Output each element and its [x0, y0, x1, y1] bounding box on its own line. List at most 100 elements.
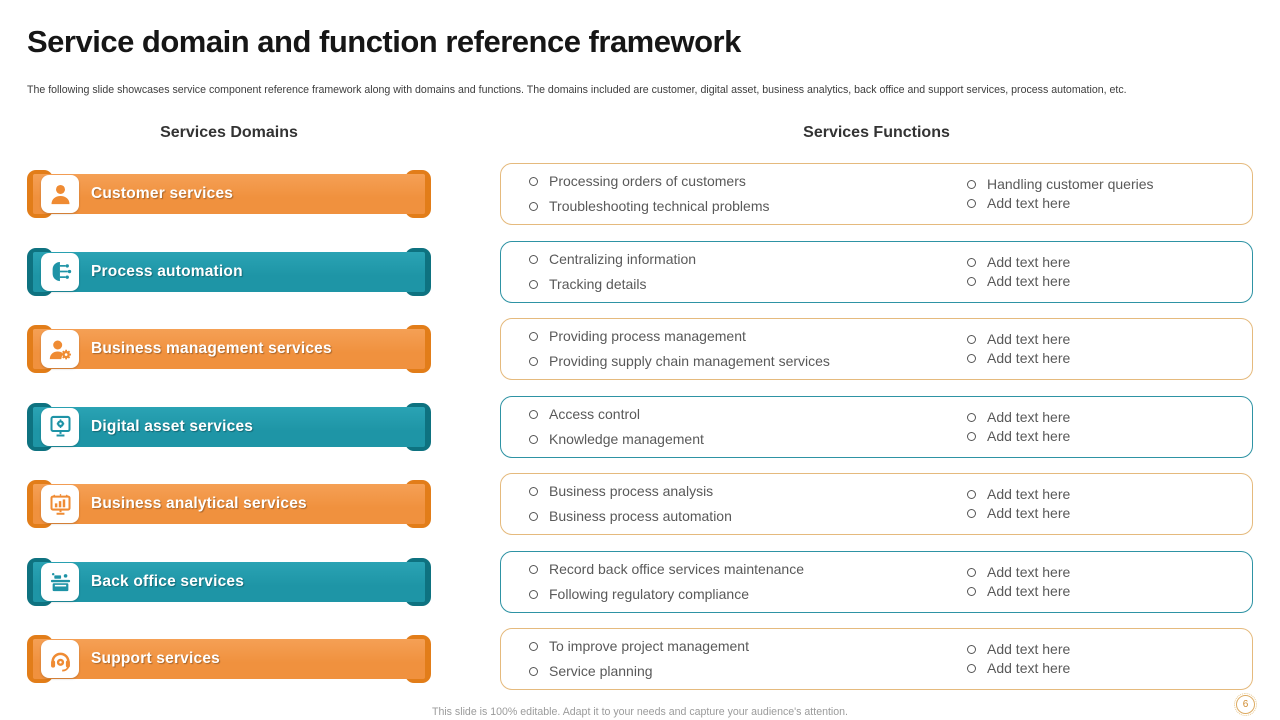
domain-icon-tile — [41, 175, 79, 213]
function-item: Add text here — [967, 563, 1252, 582]
bullet-circle-icon — [967, 567, 976, 577]
bullet-circle-icon — [529, 409, 538, 419]
function-item: To improve project management — [529, 634, 967, 659]
bullet-circle-icon — [967, 431, 976, 441]
function-item: Add text here — [967, 349, 1252, 368]
domain-icon-tile — [41, 407, 79, 446]
bullet-circle-icon — [529, 512, 538, 521]
function-item-label: Processing orders of customers — [549, 173, 746, 189]
bullet-circle-icon — [529, 202, 538, 211]
function-item: Troubleshooting technical problems — [529, 194, 967, 219]
domain-label: Business management services — [91, 340, 332, 357]
function-item-label: Add text here — [987, 641, 1071, 657]
function-item-label: Add text here — [987, 350, 1071, 366]
function-item-label: Troubleshooting technical problems — [549, 198, 770, 214]
bullet-circle-icon — [967, 490, 976, 499]
domain-banner-business-analytical-services[interactable]: Business analytical services — [27, 480, 431, 528]
domain-label: Digital asset services — [91, 417, 254, 435]
function-item-label: Centralizing information — [549, 250, 697, 267]
function-item-label: Add text here — [987, 253, 1071, 270]
function-item-label: Add text here — [987, 195, 1071, 211]
bullet-circle-icon — [529, 667, 538, 676]
function-item-label: Add text here — [987, 331, 1071, 347]
ribbon-bar — [33, 174, 425, 214]
footer-note: This slide is 100% editable. Adapt it to… — [431, 706, 849, 718]
bullet-circle-icon — [529, 434, 538, 444]
function-item-label: Add text here — [987, 486, 1071, 502]
domain-banner-back-office-services[interactable]: Back office services — [27, 557, 431, 606]
function-item-label: Add text here — [987, 563, 1071, 580]
function-item: Business process analysis — [529, 479, 967, 504]
function-item-label: Providing process management — [549, 328, 746, 344]
function-item-label: Add text here — [987, 272, 1071, 289]
function-item: Record back office services maintenance — [529, 557, 967, 582]
bullet-circle-icon — [529, 177, 538, 186]
bullet-circle-icon — [529, 589, 538, 599]
domain-icon-tile — [41, 485, 79, 523]
functions-column-header: Services Functions — [803, 124, 950, 141]
function-item: Add text here — [967, 408, 1252, 427]
domain-banner-business-management-services[interactable]: Business management services — [27, 325, 431, 373]
ribbon-bar — [33, 484, 425, 524]
brain-circuit-icon — [52, 261, 71, 282]
ribbon-bar — [33, 251, 425, 292]
bullet-circle-icon — [967, 276, 976, 286]
bullet-circle-icon — [529, 357, 538, 366]
function-item-label: Access control — [549, 405, 641, 422]
domain-banner-support-services[interactable]: Support services — [27, 635, 431, 683]
bullet-circle-icon — [529, 254, 538, 264]
function-item-label: To improve project management — [549, 638, 749, 654]
domains-column-header: Services Domains — [160, 124, 298, 141]
user-icon — [51, 184, 69, 204]
user-gear-icon — [49, 340, 71, 359]
function-item: Providing supply chain management servic… — [529, 349, 967, 374]
domain-label: Support services — [91, 650, 220, 667]
domain-icon-tile — [41, 640, 79, 678]
bullet-circle-icon — [967, 199, 976, 208]
function-item-label: Knowledge management — [549, 430, 704, 447]
function-item-label: Following regulatory compliance — [549, 585, 749, 602]
domain-banner-digital-asset-services[interactable]: Digital asset services — [27, 402, 431, 451]
function-item: Add text here — [967, 582, 1252, 601]
bullet-circle-icon — [967, 664, 976, 673]
function-item-label: Tracking details — [549, 275, 647, 292]
office-desk-icon — [50, 572, 70, 592]
domain-banner-process-automation[interactable]: Process automation — [27, 247, 431, 296]
function-item-label: Add text here — [987, 408, 1071, 425]
function-item: Add text here — [967, 659, 1252, 678]
monitor-gear-icon — [49, 415, 71, 437]
slide-subtitle: The following slide showcases service co… — [27, 84, 1127, 96]
headset-icon — [50, 652, 70, 671]
bullet-circle-icon — [529, 279, 538, 289]
bullet-circle-icon — [967, 412, 976, 422]
function-item: Handling customer queries — [967, 175, 1252, 194]
function-item-label: Service planning — [549, 663, 653, 679]
function-item: Knowledge management — [529, 427, 967, 452]
bullet-circle-icon — [529, 564, 538, 574]
function-item-label: Add text here — [987, 660, 1071, 676]
function-item-label: Business process automation — [549, 508, 732, 524]
monitor-chart-icon — [49, 493, 71, 515]
domain-label: Customer services — [91, 185, 234, 202]
function-item: Access control — [529, 402, 967, 427]
domain-icon-tile — [41, 252, 79, 291]
domain-banner-customer-services[interactable]: Customer services — [27, 170, 431, 218]
function-item-label: Record back office services maintenance — [549, 560, 804, 577]
